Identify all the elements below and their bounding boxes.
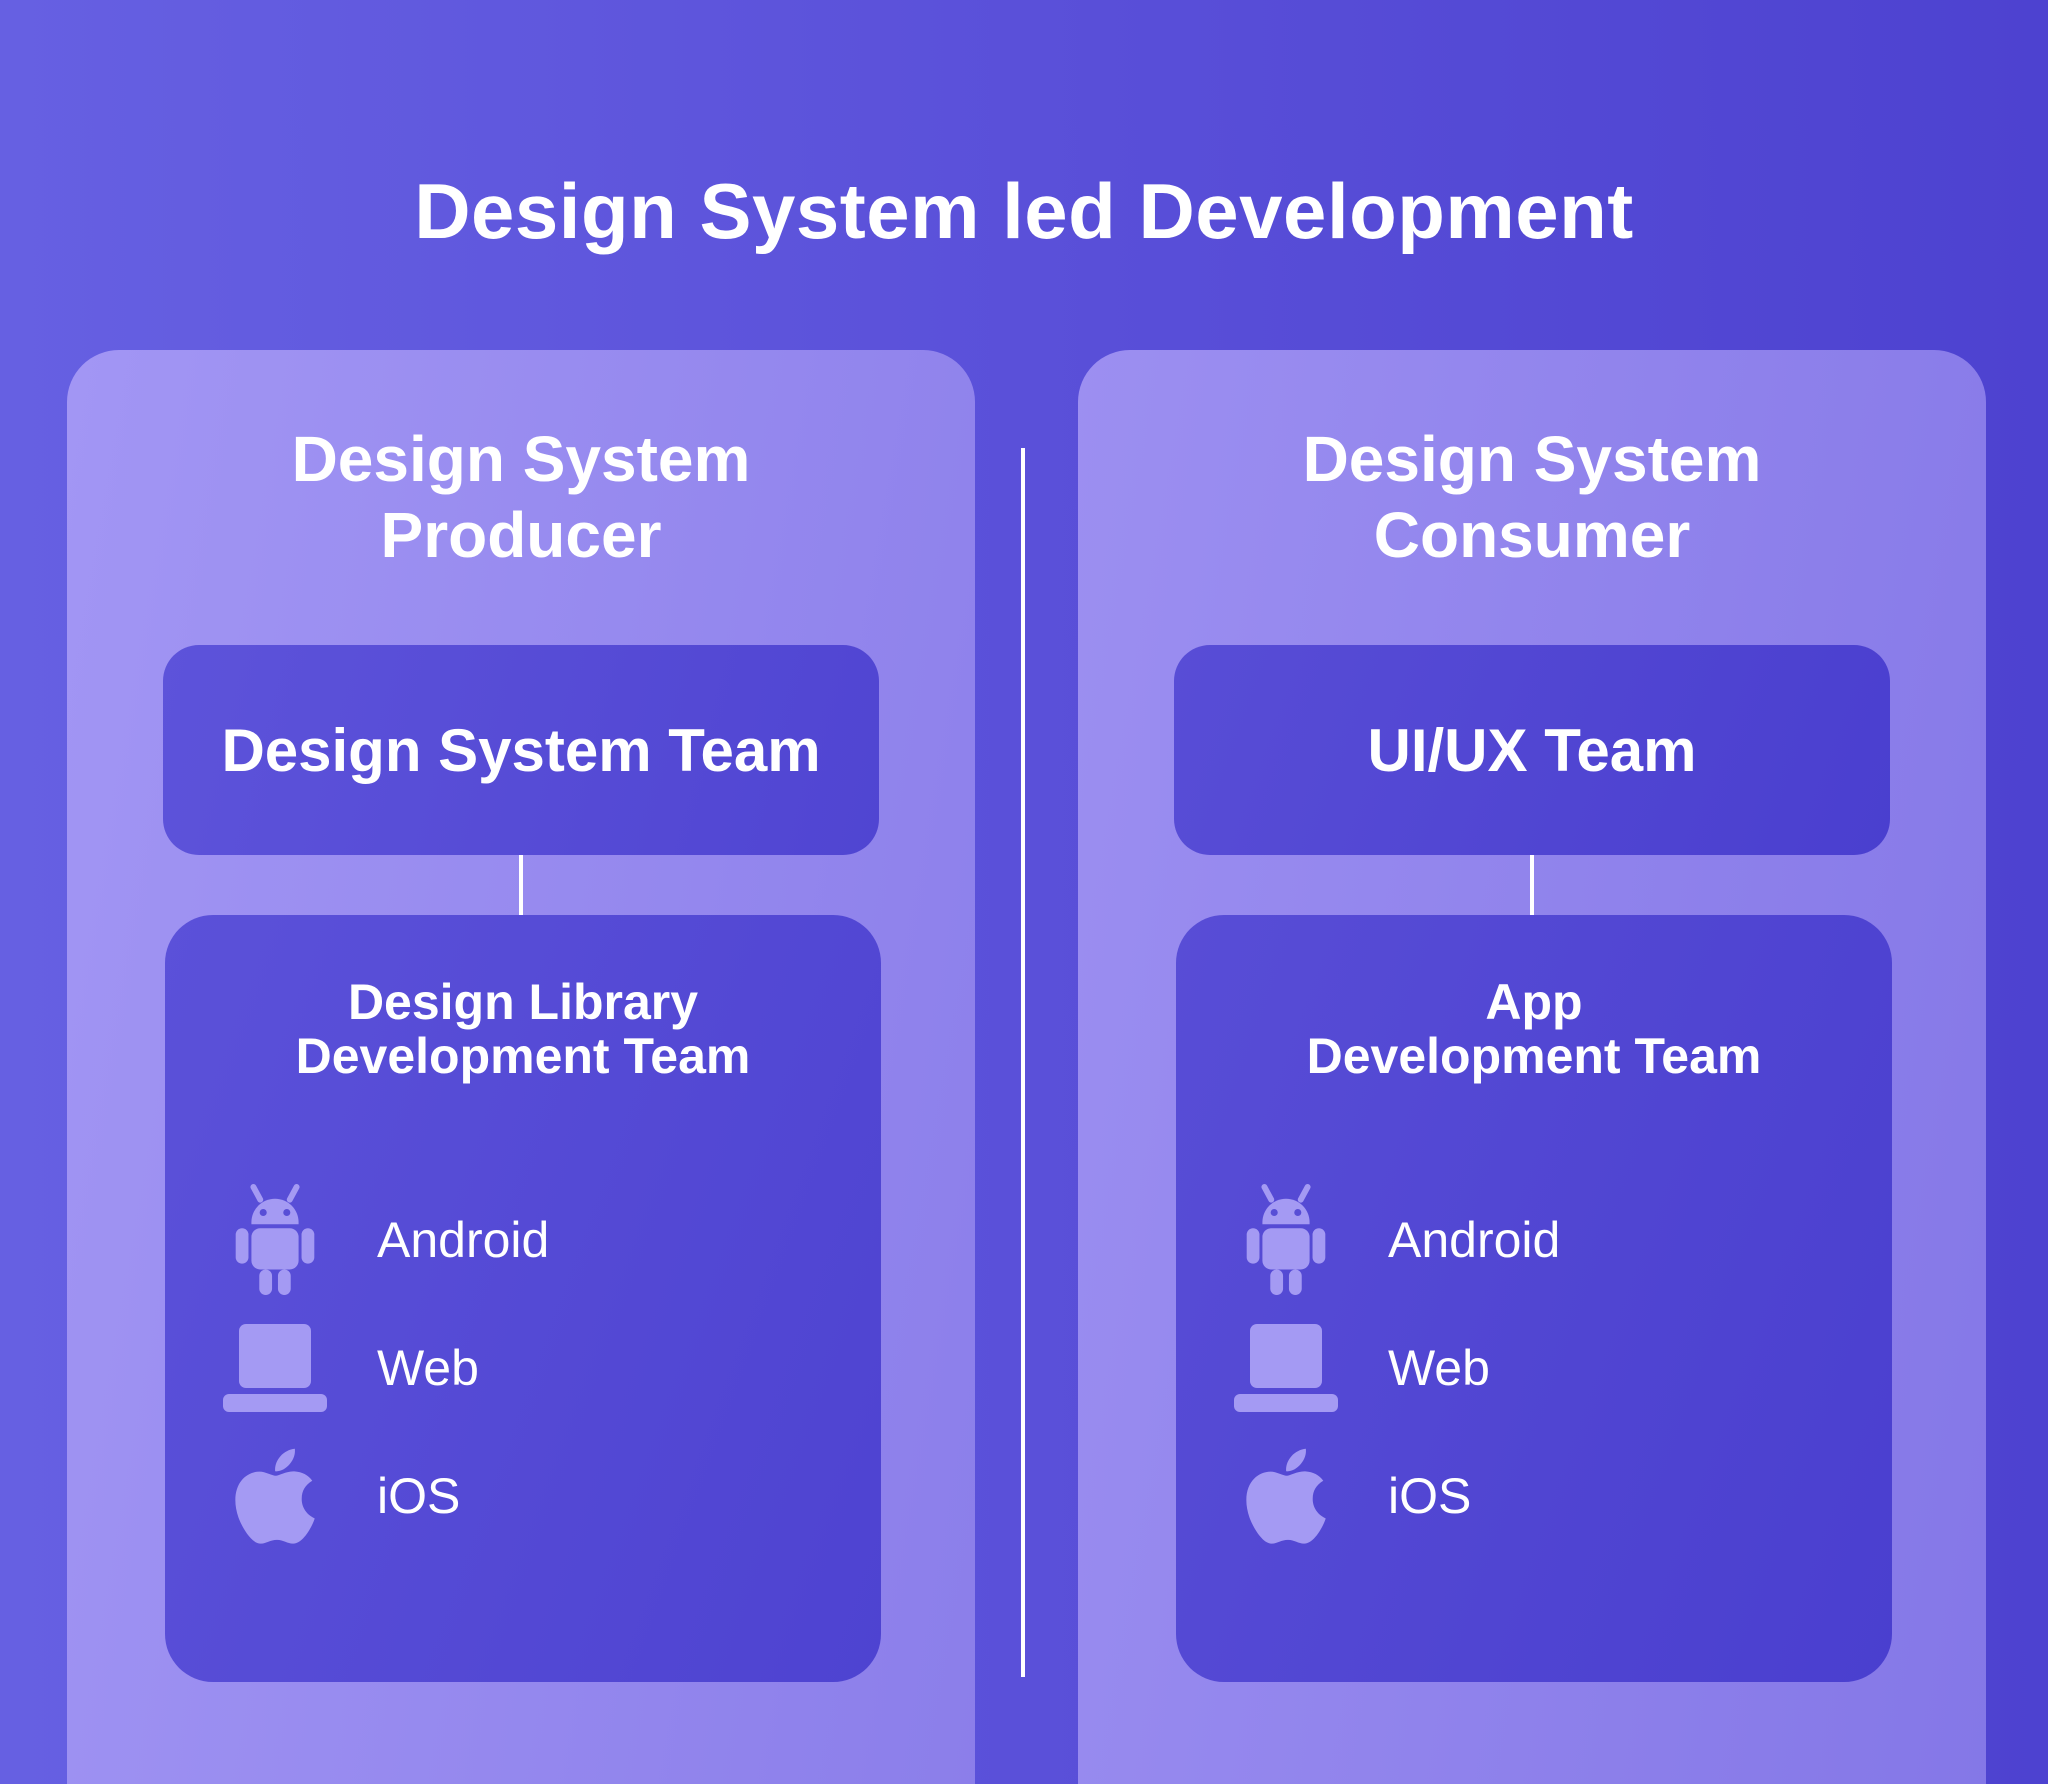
android-icon: [1234, 1183, 1338, 1297]
apple-icon: [1234, 1442, 1338, 1550]
design-system-team-label: Design System Team: [221, 716, 821, 784]
consumer-panel-title: Design System Consumer: [1078, 422, 1986, 573]
web-label: Web: [1388, 1340, 1490, 1396]
uiux-team-box: UI/UX Team: [1174, 645, 1890, 855]
dev-title-line1: Design Library: [347, 974, 699, 1030]
platform-row-ios: iOS: [1234, 1432, 1852, 1560]
consumer-title-line1: Design System: [1302, 423, 1762, 495]
producer-panel-title: Design System Producer: [67, 422, 975, 573]
app-dev-team-box: App Development Team: [1176, 915, 1892, 1682]
web-label: Web: [377, 1340, 479, 1396]
ios-label: iOS: [1388, 1468, 1472, 1524]
platform-row-android: Android: [1234, 1176, 1852, 1304]
dev-title-line2: Development Team: [295, 1028, 751, 1084]
consumer-platform-list: Android Web: [1234, 1176, 1852, 1560]
page-title: Design System led Development: [414, 167, 1634, 255]
laptop-icon: [1234, 1324, 1338, 1412]
platform-row-web: Web: [223, 1304, 841, 1432]
app-title-line1: App: [1485, 974, 1583, 1030]
consumer-title-line2: Consumer: [1373, 498, 1691, 571]
design-system-team-box: Design System Team: [163, 645, 879, 855]
consumer-panel: Design System Consumer UI/UX Team App De…: [1078, 350, 1986, 1784]
design-library-dev-team-box: Design Library Development Team: [165, 915, 881, 1682]
uiux-team-label: UI/UX Team: [1367, 716, 1697, 784]
producer-connector-line: [519, 855, 523, 917]
platform-row-ios: iOS: [223, 1432, 841, 1560]
android-icon: [223, 1183, 327, 1297]
producer-panel: Design System Producer Design System Tea…: [67, 350, 975, 1784]
android-label: Android: [377, 1212, 550, 1268]
producer-platform-list: Android Web: [223, 1176, 841, 1560]
ios-label: iOS: [377, 1468, 461, 1524]
design-library-dev-team-title: Design Library Development Team: [165, 975, 881, 1083]
producer-title-line2: Producer: [380, 498, 662, 571]
consumer-connector-line: [1530, 855, 1534, 917]
laptop-icon: [223, 1324, 327, 1412]
producer-title-line1: Design System: [291, 423, 751, 495]
platform-row-android: Android: [223, 1176, 841, 1304]
platform-row-web: Web: [1234, 1304, 1852, 1432]
app-dev-team-title: App Development Team: [1176, 975, 1892, 1083]
app-title-line2: Development Team: [1306, 1028, 1762, 1084]
panel-divider-line: [1021, 448, 1025, 1677]
android-label: Android: [1388, 1212, 1561, 1268]
apple-icon: [223, 1442, 327, 1550]
